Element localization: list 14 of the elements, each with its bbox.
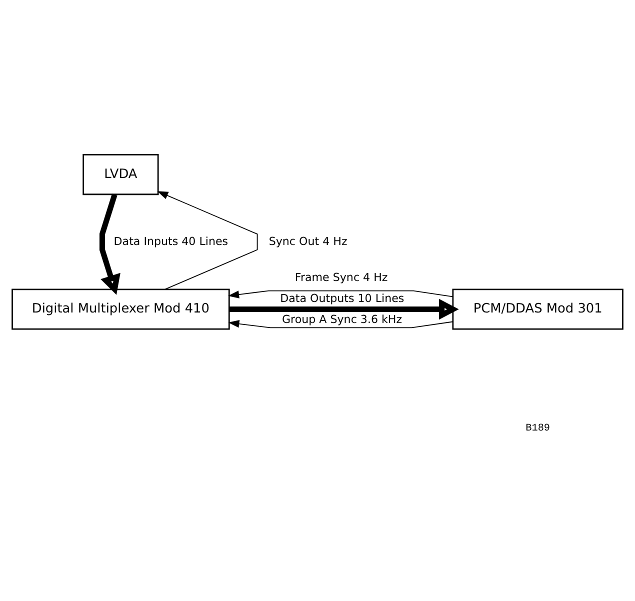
arrow xyxy=(229,298,459,320)
node-box: LVDA xyxy=(82,154,159,196)
node-box: Digital Multiplexer Mod 410 xyxy=(12,288,230,330)
arrow xyxy=(228,290,454,298)
edge-label: Sync Out 4 Hz xyxy=(268,235,348,248)
arrow xyxy=(157,191,258,290)
edge-label: Frame Sync 4 Hz xyxy=(294,270,388,284)
arrow xyxy=(99,194,120,295)
node-box: PCM/DDAS Mod 301 xyxy=(452,288,624,330)
edge-label: Data Inputs 40 Lines xyxy=(114,235,228,248)
edge-label: Group A Sync 3.6 kHz xyxy=(282,313,402,326)
label: B189 xyxy=(526,423,550,434)
arrow xyxy=(228,320,454,328)
edge-label: Data Outputs 10 Lines xyxy=(280,292,404,305)
